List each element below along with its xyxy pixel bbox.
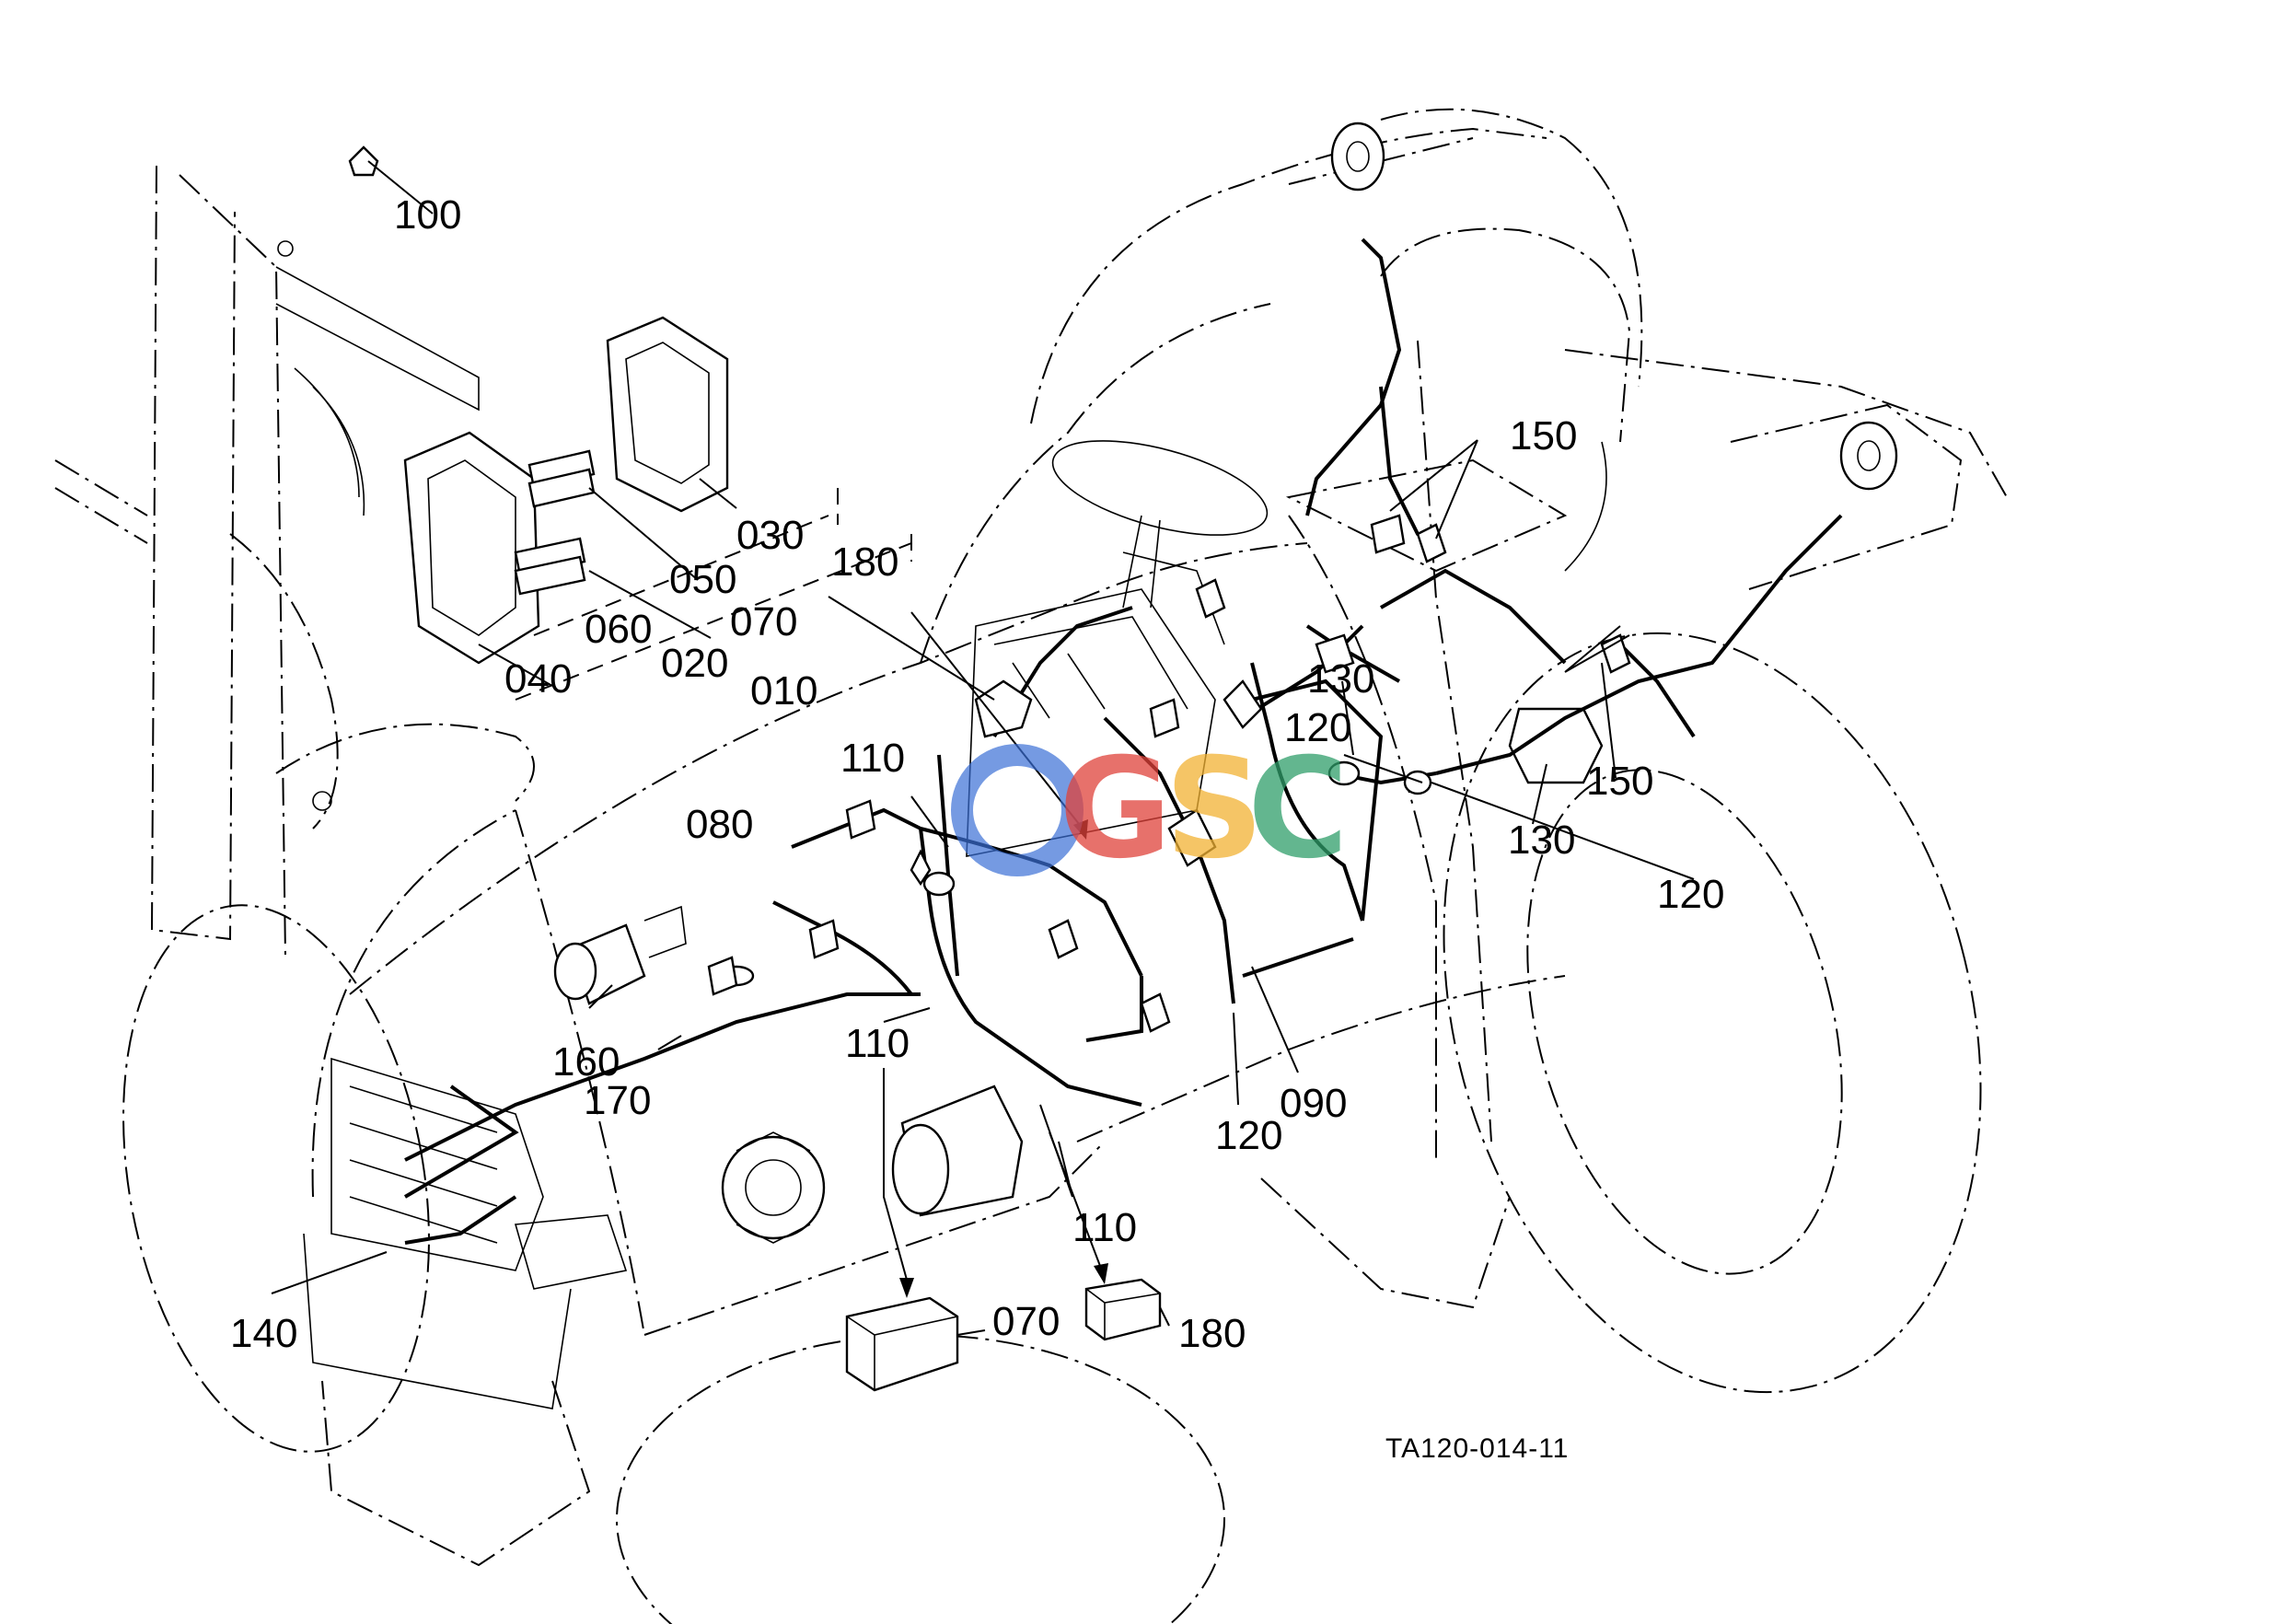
watermark-letter-g: G — [1059, 729, 1172, 889]
callout-100: 100 — [394, 192, 461, 238]
tractor-body-outline — [311, 108, 2008, 1567]
callout-170: 170 — [584, 1078, 651, 1123]
callout-080: 080 — [686, 802, 753, 847]
callout-060: 060 — [585, 607, 652, 652]
callout-010: 010 — [750, 668, 817, 713]
callout-120-bottom: 120 — [1215, 1113, 1282, 1158]
callout-labels: 100 030 050 060 040 070 020 010 180 110 … — [230, 192, 1724, 1356]
watermark-letter-s: S — [1165, 729, 1264, 889]
drawing-code: TA120-014-11 — [1385, 1433, 1569, 1464]
seat-and-fenders — [1285, 122, 1963, 784]
callout-110-bottom: 110 — [1072, 1205, 1137, 1250]
callout-150-right: 150 — [1586, 759, 1653, 804]
callout-050: 050 — [669, 557, 736, 602]
leader-lines — [271, 160, 1695, 1336]
callout-110-top: 110 — [840, 736, 905, 781]
callout-130-right: 130 — [1508, 818, 1575, 863]
callout-180-top: 180 — [831, 539, 898, 585]
callout-180-bottom: 180 — [1178, 1311, 1246, 1356]
callout-120-top: 120 — [1284, 705, 1351, 750]
watermark-letter-c: C — [1247, 729, 1349, 889]
callout-140: 140 — [230, 1311, 297, 1356]
callout-030: 030 — [736, 513, 804, 558]
callout-150-top: 150 — [1510, 413, 1577, 458]
callout-020: 020 — [661, 641, 728, 686]
callout-070-bottom: 070 — [992, 1299, 1060, 1344]
fuse-box-assembly — [403, 316, 912, 701]
rops-post-outline — [54, 165, 535, 958]
gsc-watermark: G S C — [951, 729, 1349, 889]
callout-070-top: 070 — [730, 599, 797, 644]
callout-130-top: 130 — [1307, 656, 1374, 702]
callout-110-mid: 110 — [845, 1021, 910, 1066]
callout-120-right: 120 — [1657, 872, 1724, 917]
callout-040: 040 — [504, 656, 572, 702]
callout-160: 160 — [552, 1039, 620, 1085]
engine-components — [303, 145, 1631, 1409]
callout-090: 090 — [1280, 1081, 1347, 1126]
